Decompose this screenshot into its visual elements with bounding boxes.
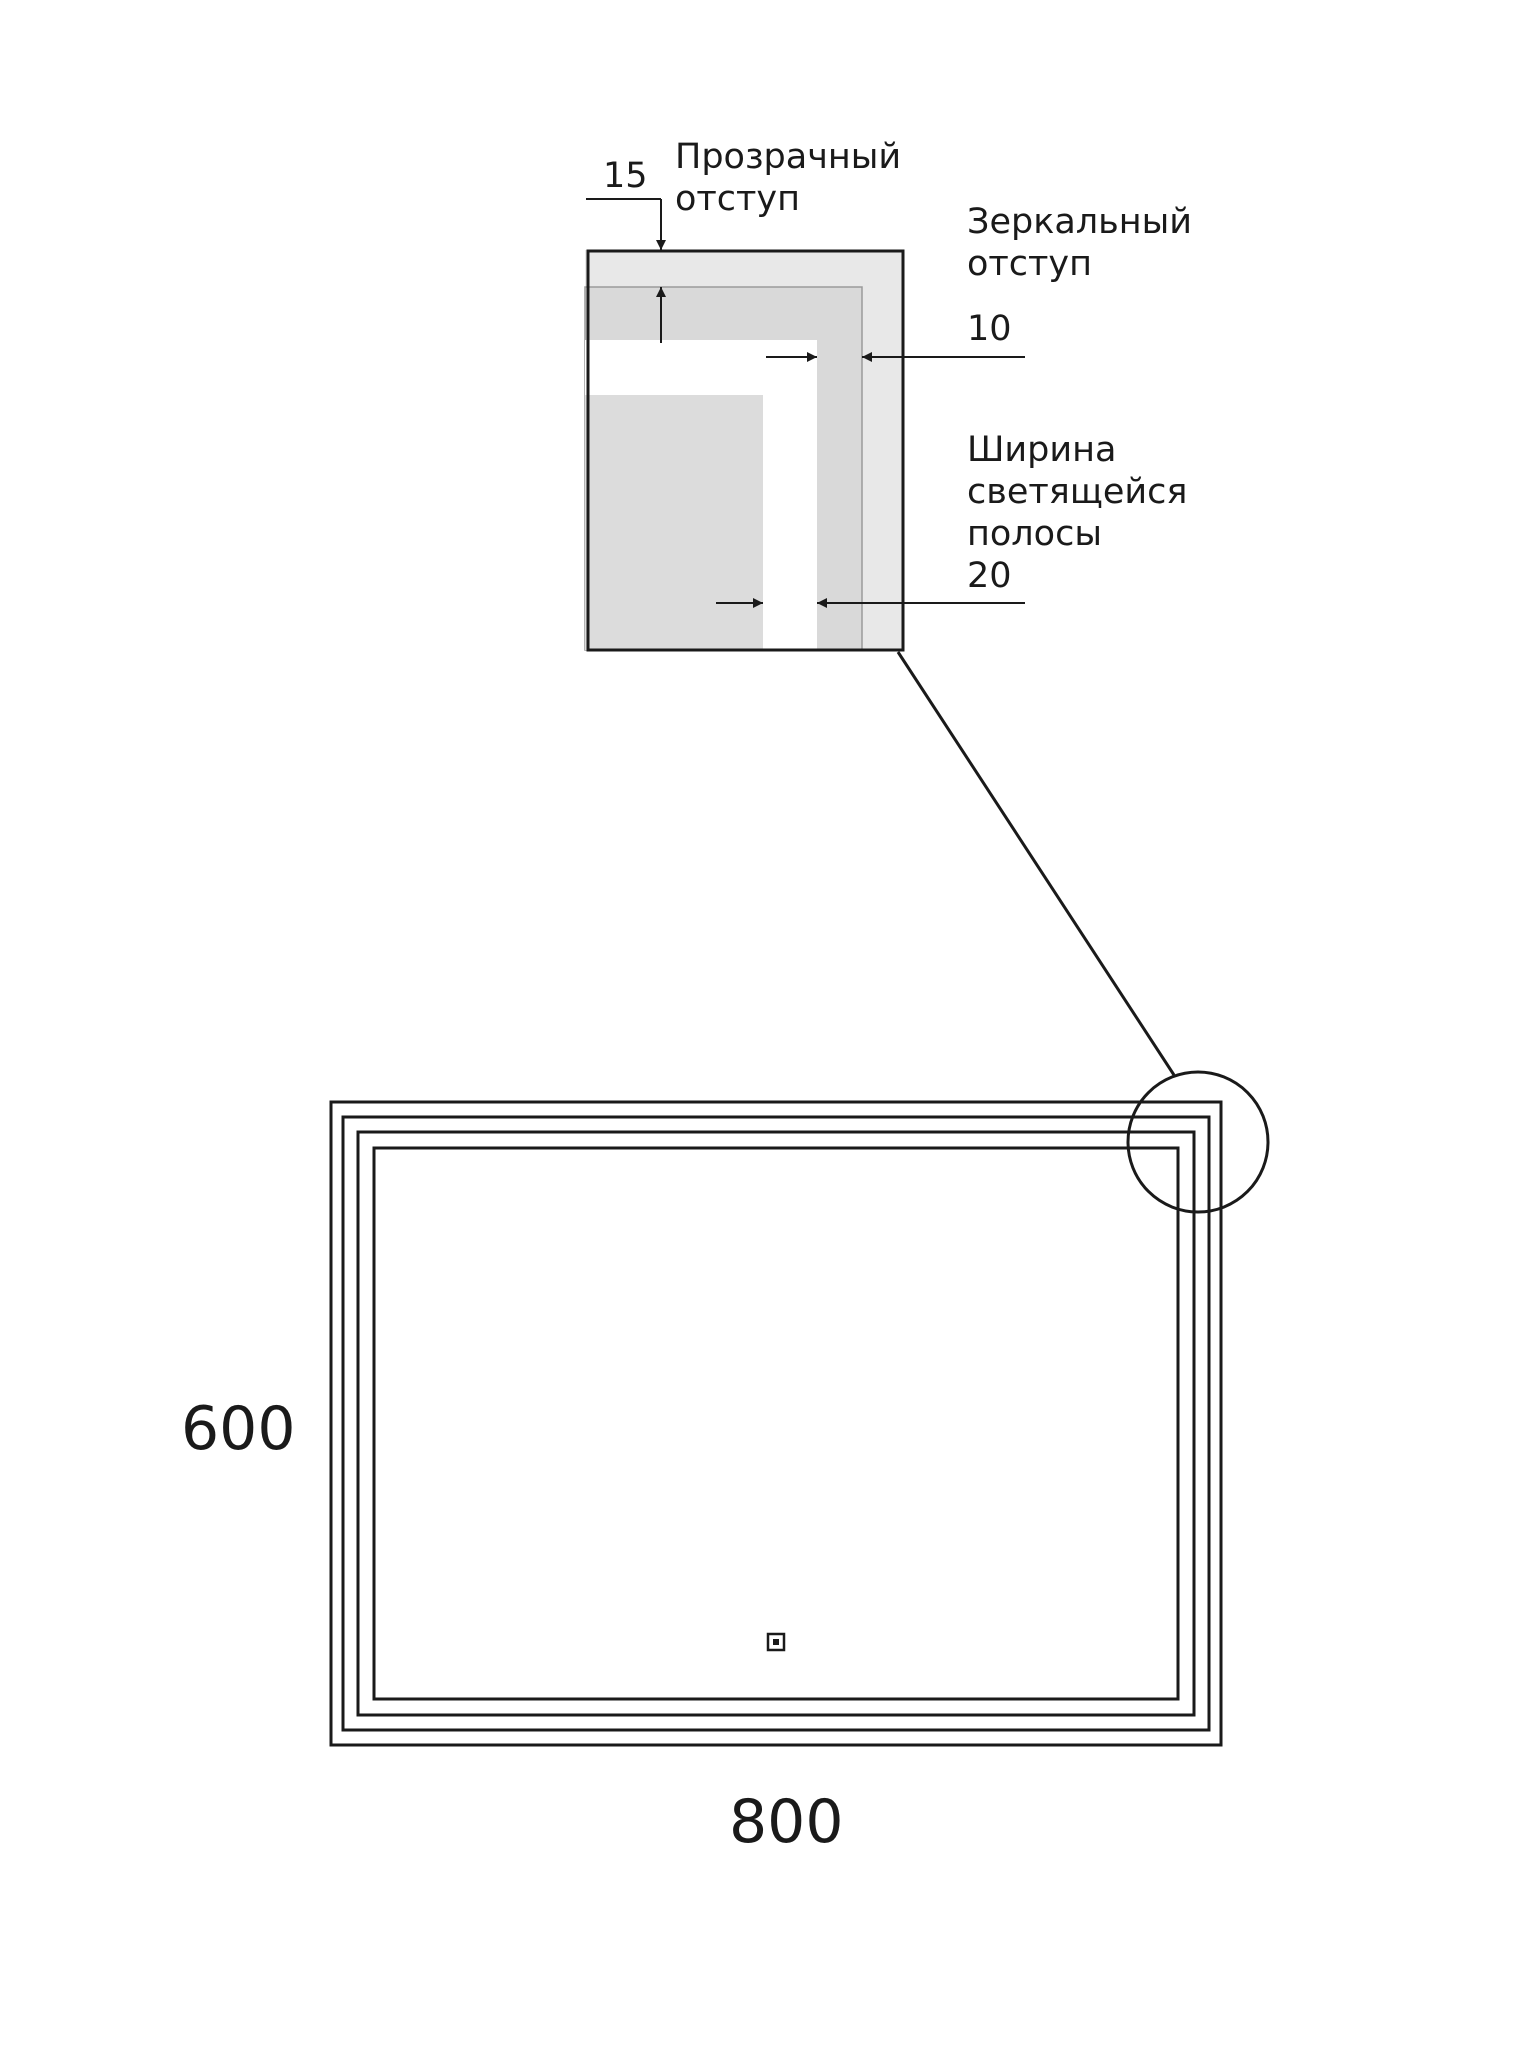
mirror-offset-label-2: отступ — [967, 244, 1092, 284]
mirror-inner-edge — [372, 1146, 1180, 1701]
magnify-circle — [1126, 1070, 1270, 1214]
height-dimension: 600 — [181, 1394, 296, 1464]
detail-frame — [586, 249, 905, 652]
corner-detail: 15 Прозрачный отступ Зеркальный отступ 1… — [584, 137, 1192, 652]
mirror-offset-label-1: Зеркальный — [967, 202, 1192, 242]
mirror-outer-edge — [329, 1100, 1223, 1747]
transparent-offset-value: 15 — [603, 156, 648, 196]
transparent-offset-label-1: Прозрачный — [675, 137, 901, 177]
mirror-front-view — [329, 1100, 1223, 1747]
touch-sensor-icon — [766, 1632, 786, 1652]
mirror-third-edge — [356, 1130, 1196, 1717]
mirror-second-edge — [341, 1115, 1211, 1732]
detail-inner-mirror — [585, 395, 763, 650]
light-strip-label-1: Ширина — [967, 430, 1116, 470]
light-strip-label-3: полосы — [967, 514, 1102, 554]
mirror-offset-value: 10 — [967, 309, 1012, 349]
light-strip-value: 20 — [967, 556, 1012, 596]
detail-connector-line — [896, 651, 1176, 1076]
transparent-offset-label-2: отступ — [675, 179, 800, 219]
light-strip-label-2: светящейся — [967, 472, 1187, 512]
width-dimension: 800 — [729, 1787, 844, 1857]
